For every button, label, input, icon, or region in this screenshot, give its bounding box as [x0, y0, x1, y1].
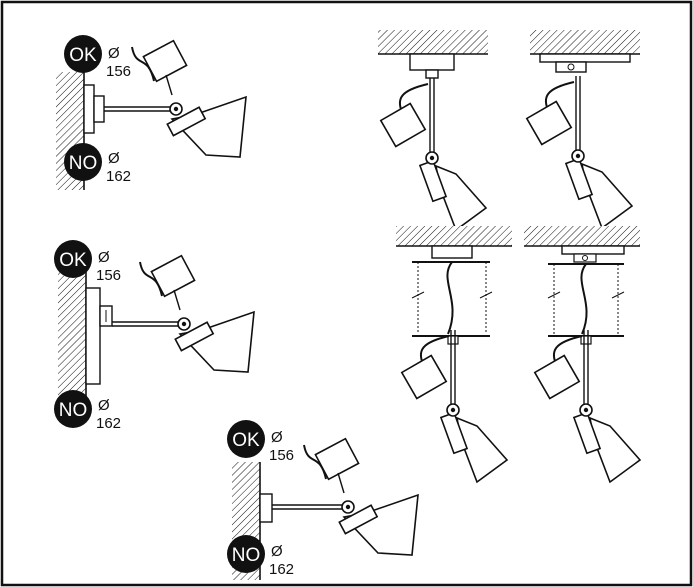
wall-mount-2	[58, 254, 255, 410]
ok-badge-text-1: OK	[69, 45, 97, 66]
wall-plate-1	[83, 84, 95, 134]
ok-badge-2: OK	[54, 240, 92, 278]
no-badge-2: NO	[54, 390, 92, 428]
no-badge-text-1: NO	[69, 153, 98, 174]
ceiling-mount-b	[525, 30, 640, 229]
diameter-symbol-ok-2: Ø	[98, 249, 110, 266]
ok-badge-text-2: OK	[59, 250, 87, 271]
diameter-value-ok-3: 156	[269, 447, 294, 464]
diameter-value-no-3: 162	[269, 561, 294, 578]
wall-hatch-2	[58, 272, 86, 410]
diameter-value-no-2: 162	[96, 415, 121, 432]
ceiling-hatch-a	[378, 30, 488, 54]
no-badge-3: NO	[227, 535, 265, 573]
ceiling-hatch-c	[396, 226, 512, 246]
diameter-symbol-ok-3: Ø	[271, 429, 283, 446]
wall-plate-2	[85, 287, 101, 385]
ceiling-hatch-d	[524, 226, 640, 246]
no-badge-1: NO	[64, 143, 102, 181]
diameter-symbol-no-3: Ø	[271, 543, 283, 560]
ceiling-hatch-b	[530, 30, 640, 54]
diameter-symbol-ok-1: Ø	[108, 45, 120, 62]
no-badge-text-2: NO	[59, 400, 88, 421]
diameter-symbol-no-2: Ø	[98, 397, 110, 414]
extension-mount-d	[524, 226, 641, 483]
diameter-value-ok-2: 156	[96, 267, 121, 284]
extension-mount-c	[396, 226, 512, 483]
ok-badge-3: OK	[227, 420, 265, 458]
diameter-value-no-1: 162	[106, 168, 131, 185]
diameter-value-ok-1: 156	[106, 63, 131, 80]
diameter-symbol-no-1: Ø	[108, 150, 120, 167]
wall-plate-3	[259, 493, 273, 523]
no-badge-text-3: NO	[232, 545, 261, 566]
ceiling-mount-a	[378, 30, 488, 231]
ok-badge-1: OK	[64, 35, 102, 73]
ok-badge-text-3: OK	[232, 430, 260, 451]
